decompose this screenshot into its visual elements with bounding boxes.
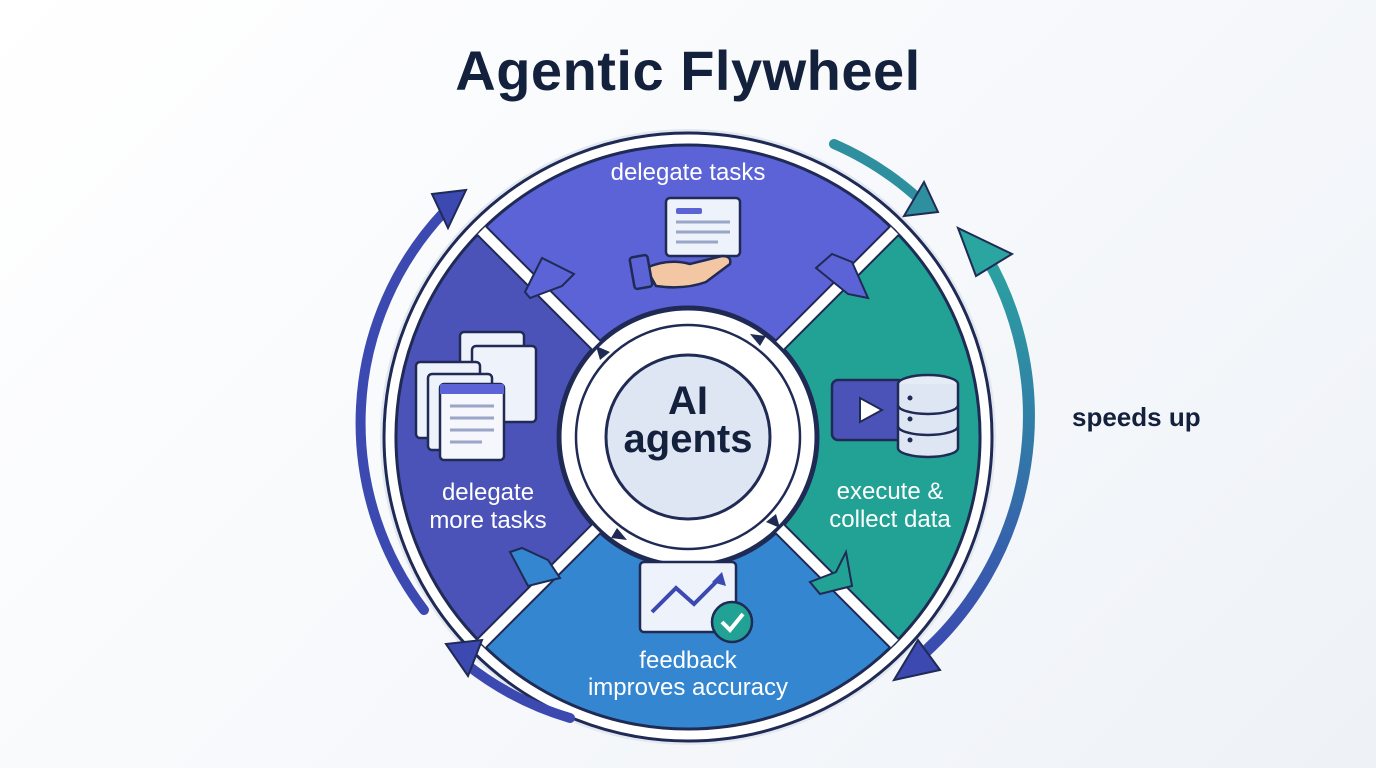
label-execute-line1: execute & xyxy=(837,478,944,505)
hand-document-icon xyxy=(628,196,742,291)
outer-cycle-arrows xyxy=(355,139,940,723)
speeds-up-label: speeds up xyxy=(1072,402,1201,432)
stacked-documents-icon xyxy=(414,330,538,462)
speeds-up-arrow xyxy=(891,226,1035,682)
label-feedback-line1: feedback xyxy=(639,647,737,674)
gap-arrow-top-right xyxy=(814,252,870,300)
hub-label-ai: AI xyxy=(668,379,708,423)
label-more-line1: delegate xyxy=(442,479,534,506)
label-feedback-line2: improves accuracy xyxy=(588,674,788,701)
gap-arrow-bottom-left xyxy=(508,546,562,588)
label-more-line2: more tasks xyxy=(429,507,546,534)
hub-rotation-ring xyxy=(574,323,802,551)
video-database-icon xyxy=(830,373,960,459)
label-execute-line2: collect data xyxy=(829,506,951,533)
chart-check-icon xyxy=(638,560,754,644)
hub-rotation-arrowheads xyxy=(596,334,780,540)
gap-arrow-bottom-right xyxy=(808,548,854,596)
gap-arrow-top-left xyxy=(523,256,576,300)
label-delegate-tasks: delegate tasks xyxy=(611,159,766,186)
hub-core xyxy=(604,353,772,521)
hub-label-agents: agents xyxy=(624,417,753,461)
gap-arrows xyxy=(508,252,870,596)
diagram-title: Agentic Flywheel xyxy=(455,39,921,102)
